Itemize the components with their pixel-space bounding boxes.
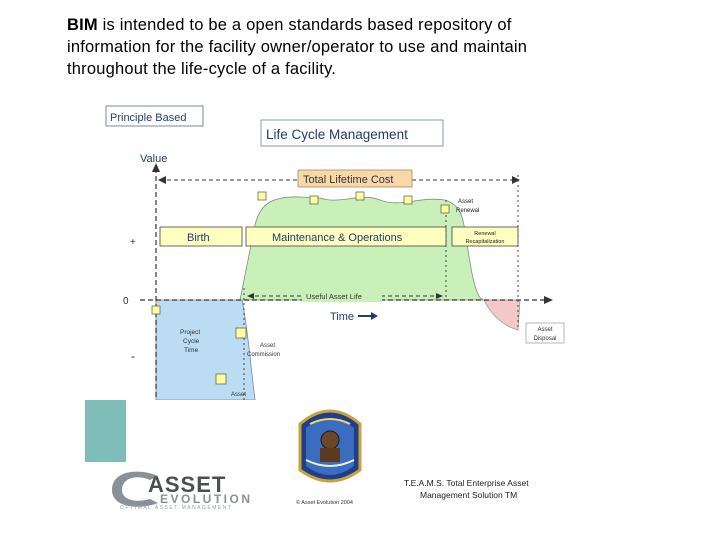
useful-life-label-bg	[302, 290, 382, 302]
copyright-text: © Asset Evolution 2004	[296, 500, 353, 506]
asset-commission-line-1: Asset	[260, 343, 275, 349]
intro-line-2: information for the facility owner/opera…	[67, 38, 528, 56]
renewal-label-line-2: Recapitalization	[466, 239, 505, 245]
marker-origin	[151, 305, 161, 315]
renewal-label-line-1: Renewal	[474, 231, 495, 237]
intro-line-1: BIM is intended to be a open standards b…	[67, 14, 667, 36]
asset-disposal-box	[525, 322, 565, 344]
maintenance-operations-label: Maintenance & Operations	[272, 232, 403, 244]
logo-tagline: OPTIMAL ASSET MANAGEMENT	[120, 505, 233, 511]
asset-disposal-line-1: Asset	[537, 327, 552, 333]
plus-label: +	[130, 237, 136, 248]
total-lifetime-cost-label: Total Lifetime Cost	[303, 174, 393, 186]
asset-creation-line-1: Asset	[231, 392, 246, 398]
total-cost-arrow-right	[512, 176, 520, 184]
asset-disposal-line-2: Disposal	[533, 336, 556, 342]
disposal-area	[483, 299, 521, 331]
teams-emblem	[298, 409, 362, 483]
useful-life-arrow-right	[436, 293, 443, 299]
life-cycle-management-box	[260, 119, 444, 147]
intro-paragraph: BIM is intended to be a open standards b…	[67, 14, 667, 80]
asset-evolution-logo: ASSET EVOLUTION OPTIMAL ASSET MANAGEMENT	[108, 472, 258, 511]
renewal-recapitalization-box	[451, 226, 519, 247]
maintenance-operations-box	[245, 226, 447, 247]
asset-creation-line-2: Creation	[226, 401, 249, 407]
principle-based-box	[105, 105, 204, 127]
marker-cost-4	[403, 195, 413, 205]
teal-decorative-block	[85, 400, 126, 462]
value-axis-label: Value	[140, 153, 167, 165]
total-cost-arrow-left	[158, 176, 166, 184]
birth-box	[159, 226, 243, 247]
zero-label: 0	[123, 296, 129, 307]
asset-evolution-swoosh-icon	[112, 471, 158, 507]
time-axis-arrow	[544, 296, 553, 304]
marker-cost-2	[309, 195, 319, 205]
teams-line-1: T.E.A.M.S. Total Enterprise Asset	[404, 478, 529, 488]
time-arrow-head	[371, 312, 378, 320]
project-cycle-line-3: Time	[184, 347, 199, 354]
marker-commission	[235, 327, 247, 339]
value-axis-arrow	[152, 163, 160, 172]
total-lifetime-cost-box	[297, 169, 413, 188]
asset-commission-line-2: Commission	[247, 352, 280, 358]
birth-label: Birth	[187, 232, 210, 244]
useful-asset-life-label: Useful Asset Life	[306, 292, 362, 301]
intro-bold-word: BIM	[67, 16, 98, 34]
principle-based-label: Principle Based	[110, 112, 186, 124]
marker-cost-1	[257, 191, 267, 201]
intro-line-3: throughout the life-cycle of a facility.	[67, 60, 337, 78]
life-cycle-management-label: Life Cycle Management	[266, 127, 408, 142]
project-cycle-line-1: Project	[180, 329, 200, 336]
teams-line-2: Management Solution TM	[420, 490, 518, 500]
marker-creation	[215, 373, 227, 385]
logo-evolution-text: EVOLUTION	[160, 492, 253, 506]
asset-renewal-line-2: Renewal	[456, 208, 479, 214]
asset-renewal-line-1: Asset	[458, 199, 473, 205]
negative-value-area	[155, 299, 256, 400]
minus-label: -	[131, 349, 135, 363]
intro-line-1-rest: is intended to be a open standards based…	[97, 16, 512, 34]
teams-caption: T.E.A.M.S. Total Enterprise Asset Manage…	[404, 477, 564, 501]
useful-life-arrow-left	[247, 293, 254, 299]
marker-renewal	[440, 204, 450, 214]
logo-asset-text: ASSET	[148, 472, 227, 497]
marker-cost-3	[355, 191, 365, 201]
project-cycle-line-2: Cycle	[183, 338, 200, 345]
time-label: Time	[330, 311, 354, 323]
